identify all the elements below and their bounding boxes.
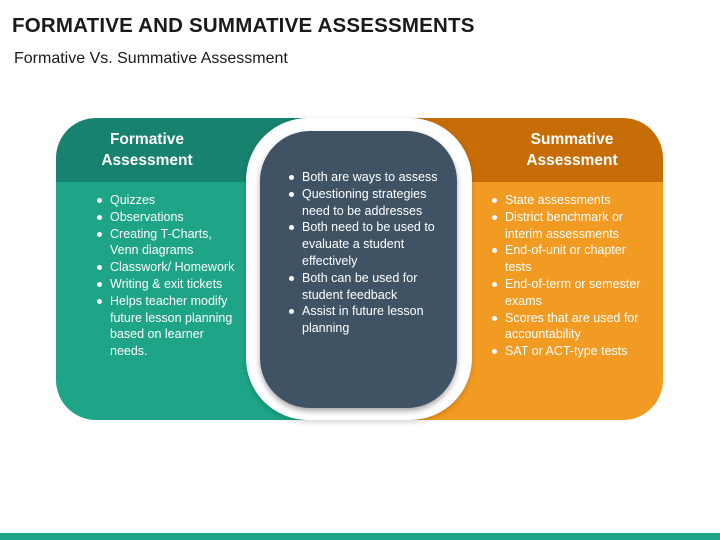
bottom-accent-bar [0,533,720,540]
list-item: Both can be used for student feedback [288,270,448,304]
list-item: District benchmark or interim assessment… [491,209,641,243]
list-item: Questioning strategies need to be addres… [288,186,448,220]
list-item: Both are ways to assess [288,169,448,186]
list-item: End-of-unit or chapter tests [491,242,641,276]
list-item: Creating T-Charts, Venn diagrams [96,226,236,260]
list-item: Writing & exit tickets [96,276,236,293]
list-item: Scores that are used for accountability [491,310,641,344]
list-item: Assist in future lesson planning [288,303,448,337]
list-item: Observations [96,209,236,226]
slide-title: FORMATIVE AND SUMMATIVE ASSESSMENTS [12,14,475,37]
summative-list: State assessments District benchmark or … [491,192,641,360]
list-item: End-of-term or semester exams [491,276,641,310]
list-item: Both need to be used to evaluate a stude… [288,219,448,269]
list-item: Helps teacher modify future lesson plann… [96,293,236,360]
list-item: Quizzes [96,192,236,209]
summative-heading-line2: Assessment [526,152,618,169]
summative-heading-line1: Summative [530,131,614,148]
both-list: Both are ways to assess Questioning stra… [288,169,448,337]
formative-heading-line2: Assessment [101,152,193,169]
both-card: Both are ways to assess Questioning stra… [260,131,457,408]
list-item: Classwork/ Homework [96,259,236,276]
formative-list: Quizzes Observations Creating T-Charts, … [96,192,236,360]
list-item: SAT or ACT-type tests [491,343,641,360]
formative-heading-line1: Formative [109,131,185,148]
slide-subtitle: Formative Vs. Summative Assessment [14,50,288,67]
list-item: State assessments [491,192,641,209]
